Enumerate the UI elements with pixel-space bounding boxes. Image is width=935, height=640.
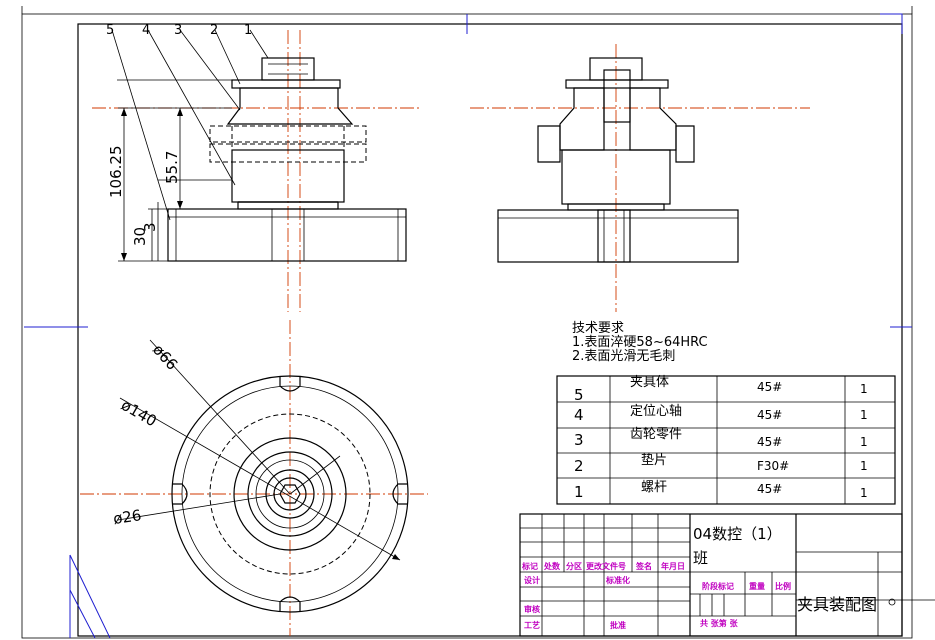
parts-row: 3 齿轮零件 45# 1 [574,427,868,449]
part-material: 45# [757,482,782,496]
tech-line-2: 2.表面光滑无毛刺 [572,349,675,364]
part-no: 2 [574,457,584,475]
balloon-5: 5 [106,23,114,38]
hdr-doc: 更改文件号 [586,561,626,571]
part-no: 3 [574,431,584,449]
part-qty: 1 [860,408,868,422]
lbl-sheets: 共 张第 张 [700,618,739,628]
parts-list: 5 夹具体 45# 1 4 定位心轴 45# 1 3 齿轮零件 45# 1 2 … [556,375,896,505]
lbl-std: 标准化 [605,575,630,585]
part-name: 定位心轴 [630,404,682,419]
tech-title: 技术要求 [572,321,624,336]
parts-row: 4 定位心轴 45# 1 [574,404,868,424]
part-name: 齿轮零件 [630,427,682,442]
lbl-stage: 阶段标记 [702,581,734,591]
part-material: 45# [757,380,782,394]
balloon-1: 1 [244,23,252,38]
balloon-4: 4 [142,23,150,38]
part-material: F30# [757,459,789,473]
part-qty: 1 [860,486,868,500]
part-qty: 1 [860,382,868,396]
dim-3: 3 [141,222,159,232]
part-name: 垫片 [641,452,667,468]
part-qty: 1 [860,435,868,449]
hdr-date: 年月日 [661,561,685,571]
drawing-title: 夹具装配图 [797,595,877,614]
dim-dia-26: ø26 [112,506,142,528]
tech-requirements: 技术要求 1.表面淬硬58~64HRC 2.表面光滑无毛刺 [572,321,708,364]
part-no: 1 [574,483,584,501]
class-name-1: 04数控（1） [693,525,782,543]
balloon-labels: 5 4 3 2 1 [106,23,252,38]
parts-row: 5 夹具体 45# 1 [574,375,868,404]
hdr-sign: 签名 [635,561,652,571]
dim-55: 55.7 [163,151,181,184]
title-marker-icon [888,598,896,606]
front-dimensions: 106.25 55.7 30 3 [107,146,181,247]
hdr-zone: 分区 [566,561,582,571]
lbl-weight: 重量 [749,581,765,591]
part-name: 夹具体 [630,375,669,390]
class-name-2: 班 [693,549,708,567]
part-no: 5 [574,386,584,404]
lbl-scale: 比例 [775,581,791,591]
section-view [470,44,810,312]
top-view [80,320,428,636]
drawing-frame [21,6,935,639]
dim-dia-140: ø140 [118,396,160,430]
tech-line-1: 1.表面淬硬58~64HRC [572,335,708,350]
part-material: 45# [757,408,782,422]
parts-row: 2 垫片 F30# 1 [574,452,868,475]
part-material: 45# [757,435,782,449]
title-block: 04数控（1） 班 夹具装配图 标记 处数 分区 更改文件号 签名 年月日 设计… [519,513,903,637]
part-no: 4 [574,406,584,424]
front-view [92,29,420,312]
balloon-2: 2 [210,23,218,38]
part-qty: 1 [860,459,868,473]
hdr-mark: 标记 [521,561,538,571]
lbl-design: 设计 [524,575,540,585]
parts-row: 1 螺杆 45# 1 [574,480,868,501]
lbl-process: 工艺 [524,620,540,630]
lbl-check: 审核 [524,604,540,614]
balloon-3: 3 [174,23,182,38]
hdr-count: 处数 [543,561,561,571]
dim-106: 106.25 [107,146,125,199]
dim-30: 30 [131,227,149,246]
top-dimensions: ø66 ø140 ø26 [112,341,181,528]
part-name: 螺杆 [641,480,667,495]
lbl-approve: 批准 [610,620,626,630]
